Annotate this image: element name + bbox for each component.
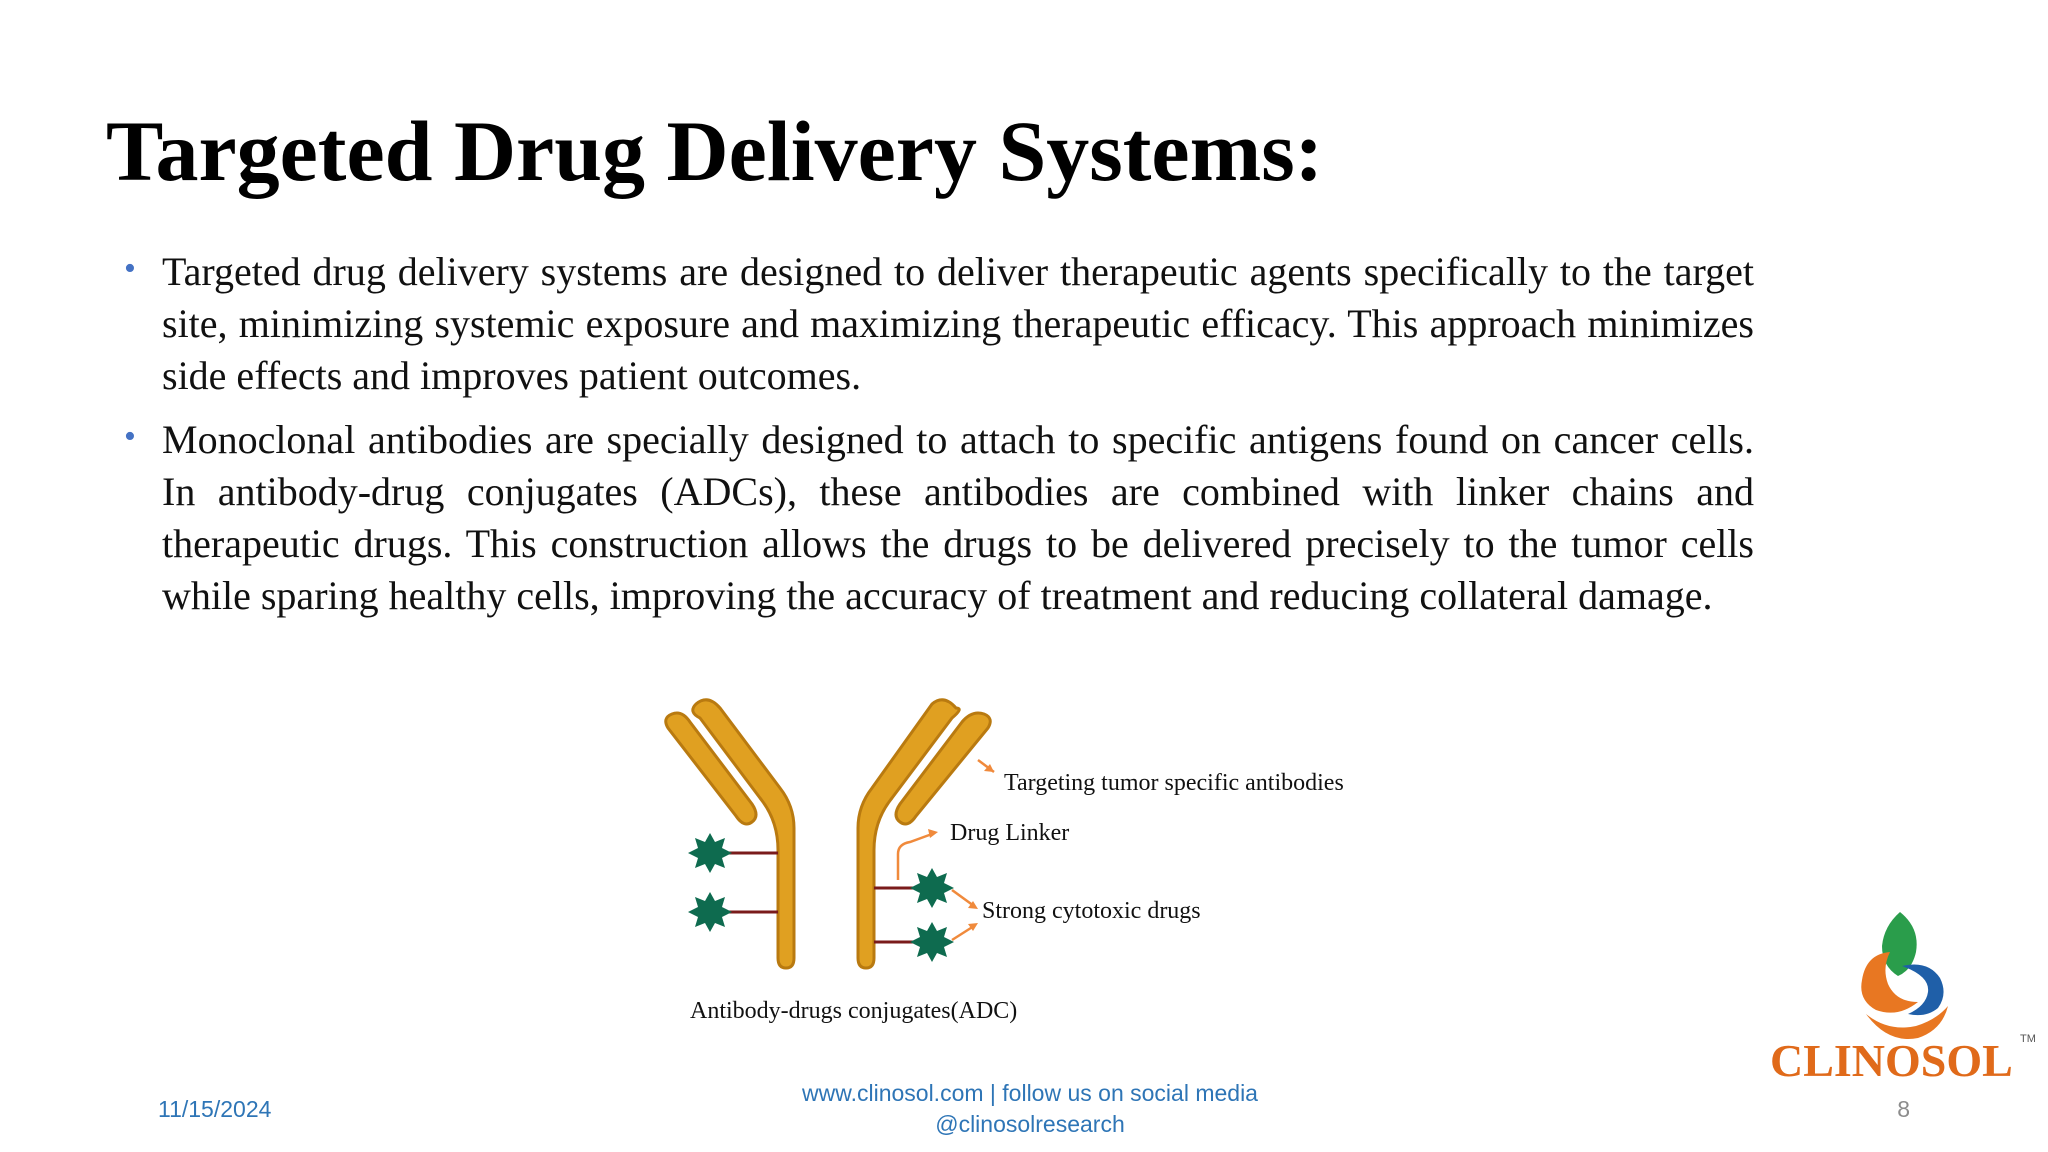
- label-cytotoxic-drugs: Strong cytotoxic drugs: [982, 898, 1201, 924]
- arrow-to-linker: [896, 832, 933, 880]
- annotation-arrows: [896, 759, 995, 942]
- clinosol-logo-icon: CLINOSOL TM: [1770, 912, 2036, 1080]
- logo-wordmark: CLINOSOL: [1770, 1035, 2013, 1080]
- antibody-left-heavy-chain: [691, 698, 796, 970]
- drug-star-icon: [910, 868, 954, 908]
- drug-molecules: [688, 833, 954, 962]
- footer-website-link[interactable]: www.clinosol.com | follow us on social m…: [802, 1080, 1258, 1106]
- bullet-marker: •: [124, 250, 136, 287]
- adc-diagram-svg: Targeting tumor specific antibodies Drug…: [664, 698, 1344, 1024]
- page-number: 8: [1897, 1096, 1910, 1122]
- bullet-text: Targeted drug delivery systems are desig…: [162, 249, 1754, 398]
- bullet-list: • Targeted drug delivery systems are des…: [120, 246, 1754, 634]
- antibody-shape: [664, 698, 992, 970]
- antibody-right-light-chain: [894, 711, 992, 826]
- arrow-heads: [928, 764, 994, 931]
- drug-star-icon: [688, 892, 732, 932]
- antibody-right-heavy-chain: [856, 698, 961, 970]
- arrow-to-drug-top: [951, 888, 975, 908]
- bullet-item: • Monoclonal antibodies are specially de…: [120, 414, 1754, 622]
- footer-date: 11/15/2024: [158, 1096, 272, 1122]
- bullet-marker: •: [124, 418, 136, 455]
- diagram-caption: Antibody-drugs conjugates(ADC): [690, 998, 1017, 1024]
- clinosol-logo: CLINOSOL TM: [1770, 910, 2038, 1080]
- logo-trademark: TM: [2020, 1033, 2036, 1045]
- label-drug-linker: Drug Linker: [950, 820, 1069, 846]
- bullet-item: • Targeted drug delivery systems are des…: [120, 246, 1754, 402]
- arrow-to-drug-bottom: [951, 924, 975, 942]
- footer-social-handle[interactable]: @clinosolresearch: [935, 1111, 1125, 1137]
- label-targeting-antibodies: Targeting tumor specific antibodies: [1004, 770, 1344, 796]
- drug-star-icon: [910, 922, 954, 962]
- bullet-text: Monoclonal antibodies are specially desi…: [162, 417, 1754, 618]
- adc-diagram: Targeting tumor specific antibodies Drug…: [660, 668, 1440, 1038]
- antibody-left-light-chain: [664, 711, 758, 826]
- drug-star-icon: [688, 833, 732, 873]
- footer-website: www.clinosol.com | follow us on social m…: [770, 1078, 1290, 1140]
- slide-title: Targeted Drug Delivery Systems:: [106, 103, 1324, 199]
- linkers: [720, 851, 922, 944]
